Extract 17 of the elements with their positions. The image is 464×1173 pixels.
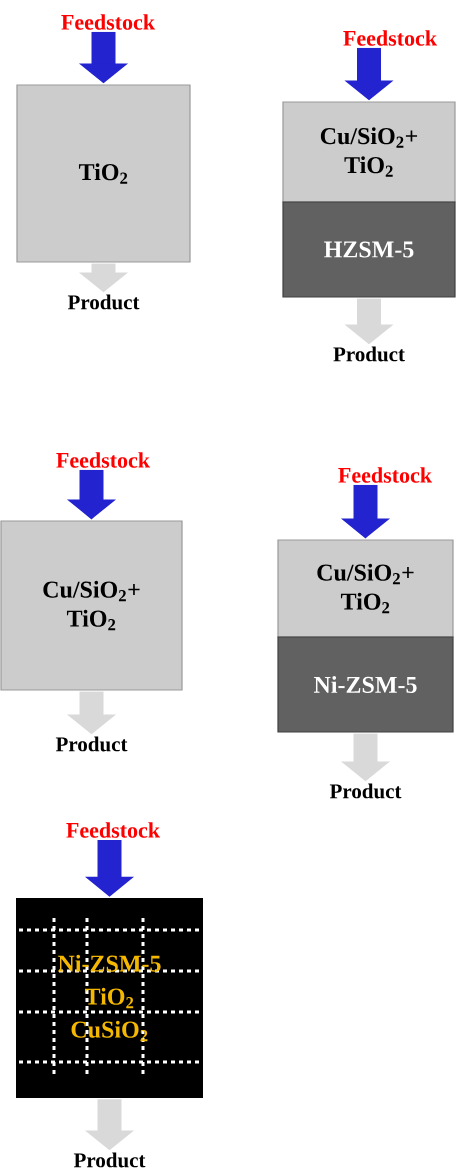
- feed-label: Feedstock: [56, 452, 150, 468]
- product-label: Product: [329, 783, 402, 799]
- product-label: Product: [333, 346, 405, 362]
- catalyst-bed: HZSM-5: [282, 201, 456, 298]
- mixed-catalyst-bed: Ni-ZSM-5 TiO$_{2}$ CuSiO$_{2}$: [16, 898, 203, 1098]
- product-label: Product: [55, 736, 128, 752]
- catalyst-bed: Ni-ZSM-5: [277, 636, 454, 733]
- catalyst-bed: TiO$_{2}$: [16, 84, 191, 263]
- feed-label: Feedstock: [338, 467, 432, 483]
- product-label: Product: [73, 1152, 146, 1168]
- catalyst-bed: Cu/SiO$_{2}$+ TiO$_{2}$: [277, 539, 454, 638]
- feed-label: Feedstock: [66, 822, 160, 838]
- feed-label: Feedstock: [61, 14, 155, 30]
- feed-label: Feedstock: [343, 30, 437, 46]
- product-label: Product: [67, 294, 140, 310]
- catalyst-bed: Cu/SiO$_{2}$+ TiO$_{2}$: [0, 520, 183, 691]
- catalyst-bed: Cu/SiO$_{2}$+ TiO$_{2}$: [282, 101, 456, 203]
